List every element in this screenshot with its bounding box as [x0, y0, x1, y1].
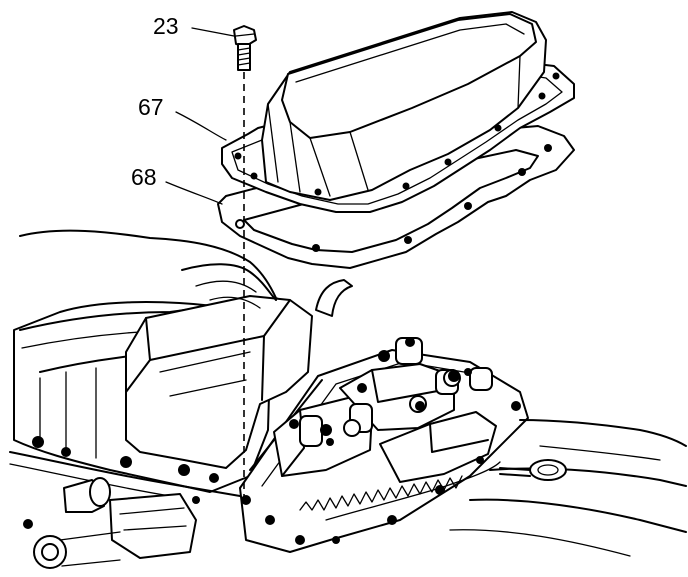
bolt-23 [233, 25, 257, 71]
leader-lines [165, 27, 235, 205]
callout-67: 67 [138, 94, 164, 120]
callout-68: 68 [131, 164, 157, 190]
lower-left-components [23, 477, 200, 569]
engine-block [9, 229, 353, 497]
cover-67 [221, 11, 575, 213]
valve-body-assembly [239, 337, 529, 553]
callout-23: 23 [153, 13, 179, 39]
transmission-case [449, 419, 687, 557]
